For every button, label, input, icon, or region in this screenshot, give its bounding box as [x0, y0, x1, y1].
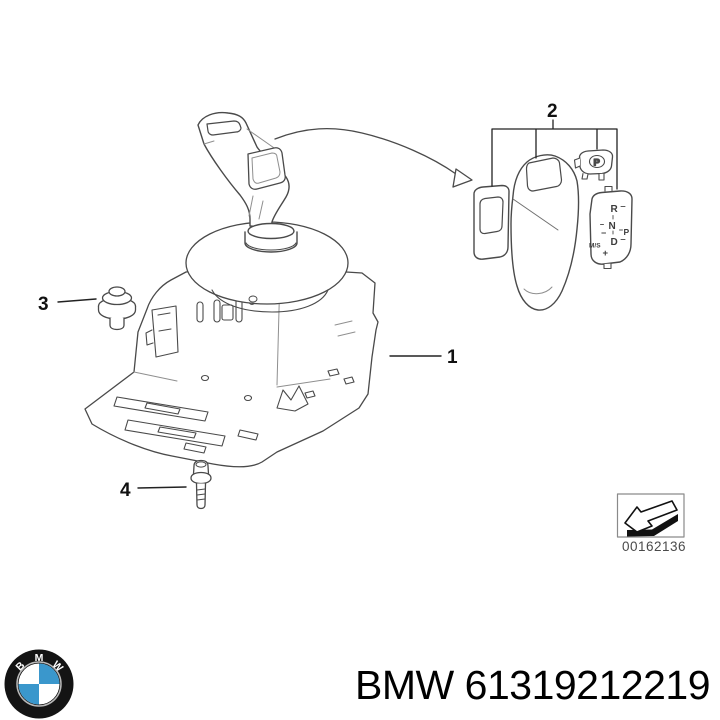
screw-collar — [190, 471, 212, 485]
knob-front-window-inner — [251, 152, 281, 184]
main-cover-window — [525, 157, 563, 192]
gate-plus: + — [603, 248, 609, 259]
screw-threads — [196, 488, 206, 501]
callout-label-2: 2 — [547, 101, 558, 122]
knob-top-window — [206, 120, 242, 136]
main-cover-reflection — [512, 198, 559, 231]
stamp-arrow-icon — [624, 500, 678, 537]
grommet-drawing — [97, 286, 137, 331]
gate-minus: − — [601, 228, 606, 238]
stamp-box: 00162136 — [616, 493, 686, 554]
roundel-letter-m: M — [35, 652, 44, 664]
park-button-ring — [588, 154, 606, 169]
curved-arrow-head-icon — [452, 168, 473, 188]
gear-knob-drawing — [197, 111, 298, 253]
cover-main-shell — [510, 154, 580, 311]
collar-ring-2 — [244, 231, 298, 253]
platform-hole — [248, 295, 258, 303]
callout-part4: 4 — [120, 480, 187, 501]
leader-line-3 — [57, 298, 97, 303]
leader-line-4 — [137, 486, 187, 489]
platform-arc — [211, 289, 329, 313]
roundel-quadrant-bottom-left — [18, 684, 39, 705]
collar-ring-3 — [245, 242, 297, 251]
gate-letter-p: P — [624, 227, 630, 237]
right-wall-marks — [334, 320, 356, 337]
brand-text: BMW — [354, 662, 454, 708]
part-number-text: 61319212219 — [464, 662, 711, 708]
cover-side-panel — [473, 184, 510, 260]
transfer-arrow — [274, 127, 473, 188]
bmw-roundel-logo: B M W — [4, 649, 74, 719]
park-button-feet — [573, 157, 605, 181]
gate-dashes — [600, 206, 626, 240]
callout-part2: 2 — [491, 101, 618, 190]
park-button-letter: P — [594, 158, 601, 169]
gate-letter-n: N — [609, 221, 616, 232]
main-cover-outline — [510, 154, 580, 311]
gate-plate-tabs — [603, 185, 613, 270]
stamp-arrow-body — [624, 500, 678, 533]
knob-body — [197, 111, 290, 229]
bracket-2 — [491, 119, 618, 190]
main-cover-bottom-crease — [523, 286, 553, 295]
gate-letter-r: R — [611, 204, 619, 215]
side-panel-window — [479, 196, 504, 235]
mechanism-left-clip — [145, 305, 179, 358]
knob-face-crease — [203, 128, 278, 151]
knob-neck-creases — [248, 195, 264, 220]
shift-gate-plate: R N − P D M/S + — [589, 185, 633, 270]
grommet-button — [108, 286, 126, 297]
screw-drawing — [190, 459, 212, 510]
park-button-clip: P — [573, 149, 614, 181]
callout-part3: 3 — [38, 294, 97, 315]
gate-ms: M/S — [589, 243, 601, 250]
grommet-stem — [109, 317, 125, 331]
screw-shank — [195, 482, 207, 510]
stamp-number: 00162136 — [622, 539, 686, 554]
gate-letter-d: D — [611, 237, 618, 248]
base-plate-tabs — [200, 368, 355, 402]
base-plate-grooves — [113, 396, 259, 454]
screw-head-top — [195, 461, 207, 468]
roundel-silver-ring — [16, 661, 62, 707]
callout-label-4: 4 — [120, 480, 131, 501]
roundel-quadrant-top-right — [39, 663, 60, 684]
curved-arrow-line — [274, 127, 457, 175]
gate-letters: R N − P D M/S + — [589, 204, 630, 259]
grommet-flange-side — [97, 305, 137, 320]
callout-label-3: 3 — [38, 294, 49, 315]
gate-plate-outline — [589, 190, 633, 265]
gear-selector-parts-diagram: 1 3 4 — [38, 101, 686, 554]
callout-label-1: 1 — [447, 347, 458, 368]
callout-part1: 1 — [389, 347, 458, 368]
mechanism-plate-edge — [133, 371, 331, 388]
plate-notch — [276, 385, 309, 412]
collar-ring-1 — [247, 222, 295, 240]
